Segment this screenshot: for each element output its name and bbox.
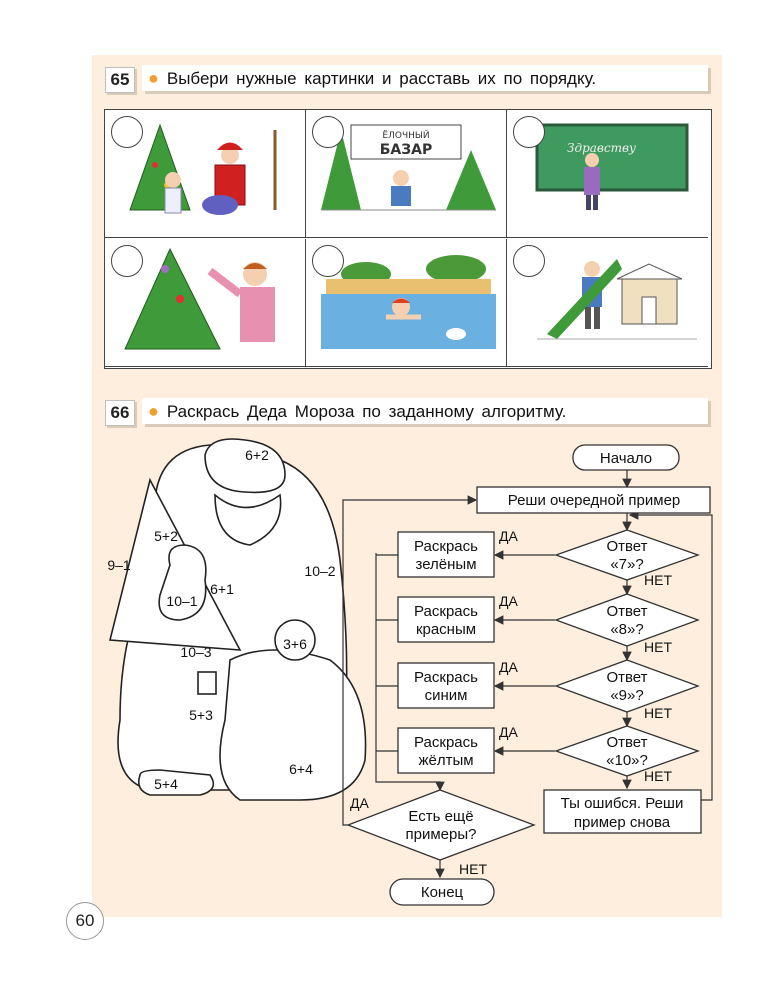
a3-line1: Раскрась	[414, 669, 478, 686]
order-circle-6[interactable]	[513, 245, 545, 277]
task-65-number: 65	[105, 67, 135, 93]
decorating-tree-icon	[124, 247, 275, 350]
more-line1: Есть ещё	[408, 808, 473, 825]
banner-line-2: БАЗАР	[380, 142, 433, 158]
picture-blackboard-boy[interactable]: Здравству	[507, 110, 708, 238]
task-66-number: 66	[105, 400, 135, 426]
santa-label: 9–1	[107, 557, 131, 573]
bullet-dot-icon: ●	[148, 68, 159, 88]
santa-region-labels: 6+2 5+2 9–1 10–2 6+1 10–1 3+6 10–3 5+3 6…	[107, 447, 335, 792]
santa-label: 5+3	[189, 707, 213, 723]
q3-line2: «9»?	[610, 687, 643, 704]
santa-label: 5+2	[154, 528, 178, 544]
no-label-3: НЕТ	[644, 705, 672, 721]
swimming-boy-icon	[321, 255, 496, 349]
q2-line1: Ответ	[606, 603, 647, 620]
action-color-yellow	[397, 727, 495, 774]
order-circle-1[interactable]	[111, 116, 143, 148]
a2-line1: Раскрась	[414, 603, 478, 620]
end-label: Конец	[421, 884, 464, 901]
q3-line1: Ответ	[606, 669, 647, 686]
board-text: Здравству	[567, 141, 636, 155]
bullet-dot-icon: ●	[148, 401, 159, 421]
q4-line2: «10»?	[606, 752, 648, 769]
decision-answer-8	[554, 593, 700, 647]
decision-answer-9	[554, 659, 700, 713]
yes-label-more: ДА	[350, 795, 369, 811]
solve-step-label: Реши очередной пример	[508, 492, 681, 509]
q4-line1: Ответ	[606, 734, 647, 751]
order-circle-5[interactable]	[312, 245, 344, 277]
task-66-instruction: Раскрась Деда Мороза по заданному алгори…	[166, 402, 567, 421]
order-circle-2[interactable]	[312, 116, 344, 148]
yes-label-3: ДА	[499, 659, 518, 675]
banner-line-1: ЁЛОЧНЫЙ	[382, 129, 429, 141]
q2-line2: «8»?	[610, 621, 643, 638]
no-label-more: НЕТ	[459, 861, 487, 877]
santa-label: 10–1	[166, 593, 197, 609]
a1-line2: зелёным	[415, 556, 476, 573]
santa-label: 6+1	[210, 581, 234, 597]
picture-christmas-tree-santa[interactable]	[105, 110, 306, 238]
decision-answer-7	[554, 529, 700, 581]
picture-swimming-boy[interactable]	[306, 239, 507, 367]
picture-tree-market[interactable]: ЁЛОЧНЫЙ БАЗАР	[306, 110, 507, 238]
yes-label-4: ДА	[499, 724, 518, 740]
error-line1: Ты ошибся. Реши	[561, 795, 684, 812]
santa-label: 3+6	[283, 636, 307, 652]
start-terminal	[572, 444, 680, 471]
christmas-tree-santa-icon	[129, 123, 277, 215]
a3-line2: синим	[425, 687, 468, 704]
decision-answer-10	[554, 725, 700, 777]
yes-label-2: ДА	[499, 593, 518, 609]
action-color-green	[397, 531, 495, 578]
error-box	[543, 789, 702, 834]
a2-line2: красным	[416, 621, 476, 638]
a1-line1: Раскрась	[414, 538, 478, 555]
decision-more-examples	[346, 789, 536, 861]
no-label-2: НЕТ	[644, 639, 672, 655]
santa-label: 5+4	[154, 776, 178, 792]
picture-grid: ЁЛОЧНЫЙ БАЗАР Здравству	[104, 109, 712, 369]
picture-decorating-tree[interactable]	[105, 239, 306, 367]
no-label-4: НЕТ	[644, 768, 672, 784]
q1-line1: Ответ	[606, 538, 647, 555]
task-65-instruction: Выбери нужные картинки и расставь их по …	[166, 69, 597, 88]
order-circle-3[interactable]	[513, 116, 545, 148]
santa-label: 6+4	[289, 761, 313, 777]
more-line2: примеры?	[406, 826, 477, 843]
q1-line2: «7»?	[610, 556, 643, 573]
blackboard-boy-icon: Здравству	[535, 123, 689, 210]
santa-label: 10–2	[304, 563, 335, 579]
a4-line2: жёлтым	[418, 752, 473, 769]
order-circle-4[interactable]	[111, 245, 143, 277]
solve-step-box	[476, 486, 711, 514]
carrying-tree-icon	[537, 259, 697, 340]
start-label: Начало	[600, 450, 652, 467]
page-number: 60	[66, 902, 104, 940]
end-terminal	[389, 878, 495, 906]
tree-market-icon: ЁЛОЧНЫЙ БАЗАР	[321, 124, 496, 211]
picture-carrying-tree[interactable]	[507, 239, 708, 367]
santa-label: 6+2	[245, 447, 269, 463]
task-66-instruction-bar: ● Раскрась Деда Мороза по заданному алгор…	[142, 398, 708, 424]
action-color-red	[397, 596, 495, 643]
action-color-blue	[397, 662, 495, 709]
no-label-1: НЕТ	[644, 572, 672, 588]
task-65-instruction-bar: ● Выбери нужные картинки и расставь их по…	[142, 65, 708, 91]
santa-label: 10–3	[180, 644, 211, 660]
a4-line1: Раскрась	[414, 734, 478, 751]
yes-label-1: ДА	[499, 528, 518, 544]
santa-coloring-figure[interactable]	[108, 438, 367, 801]
error-line2: пример снова	[574, 814, 671, 831]
